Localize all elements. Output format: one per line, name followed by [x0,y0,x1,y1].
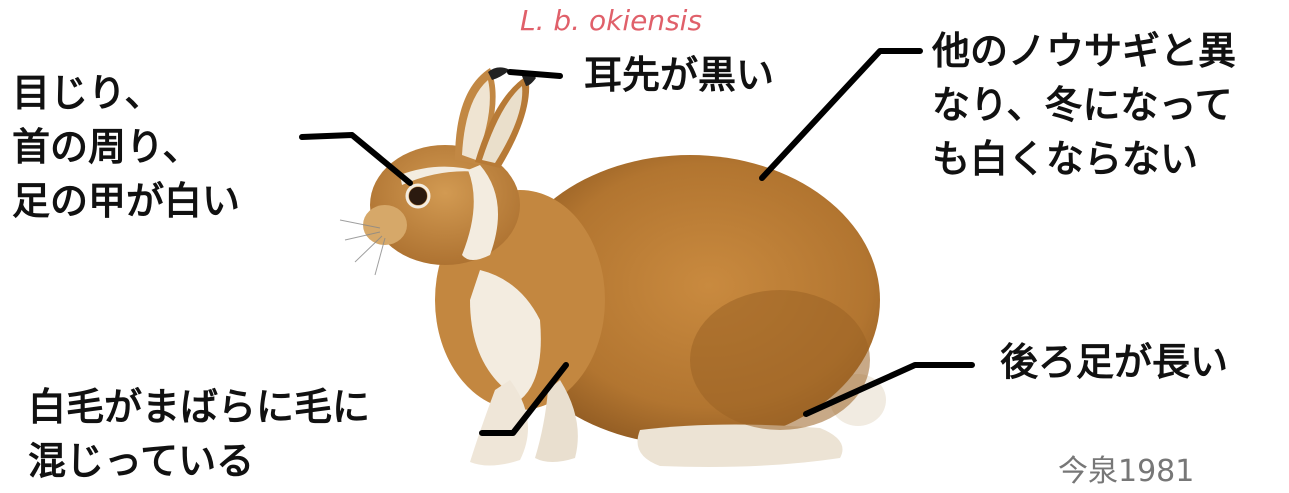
image-credit: 今泉1981 [1058,446,1194,490]
species-title: L. b. okiensis [520,4,702,37]
annotation-ear-tip: 耳先が黒い [584,48,774,102]
leader-line-winter [762,51,920,178]
leader-line-ear [510,72,560,76]
annotation-white-hair: 白毛がまばらに毛に 混じっている [28,380,370,488]
annotation-hind-legs: 後ろ足が長い [1000,335,1228,389]
leader-line-white-hair [482,365,566,433]
leader-line-eye [302,135,410,183]
annotation-winter-coat: 他のノウサギと異 なり、冬になって も白くならない [932,24,1236,186]
leader-line-hind [806,365,972,414]
annotation-eye-neck-feet: 目じり、 首の周り、 足の甲が白い [12,66,240,228]
